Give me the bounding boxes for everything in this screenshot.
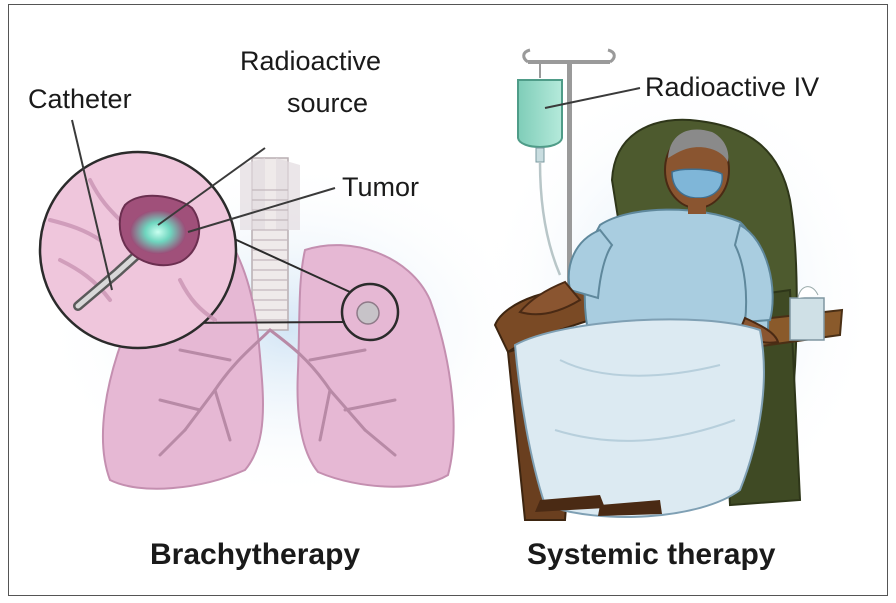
catheter-label: Catheter bbox=[28, 84, 132, 114]
caption-systemic-therapy: Systemic therapy bbox=[527, 538, 775, 572]
magnified-view bbox=[40, 152, 236, 348]
radioactive-source bbox=[130, 210, 186, 254]
tumor-label: Tumor bbox=[342, 172, 419, 202]
tumor-small bbox=[357, 302, 379, 324]
radioactive-iv-label: Radioactive IV bbox=[645, 72, 819, 102]
blanket bbox=[515, 319, 764, 517]
patient-illustration bbox=[480, 50, 880, 530]
radioactive-source-label-line2: source bbox=[287, 88, 368, 118]
caption-brachytherapy: Brachytherapy bbox=[150, 538, 360, 572]
radioactive-source-label-line1: Radioactive bbox=[240, 46, 381, 76]
lungs-illustration bbox=[40, 120, 540, 500]
